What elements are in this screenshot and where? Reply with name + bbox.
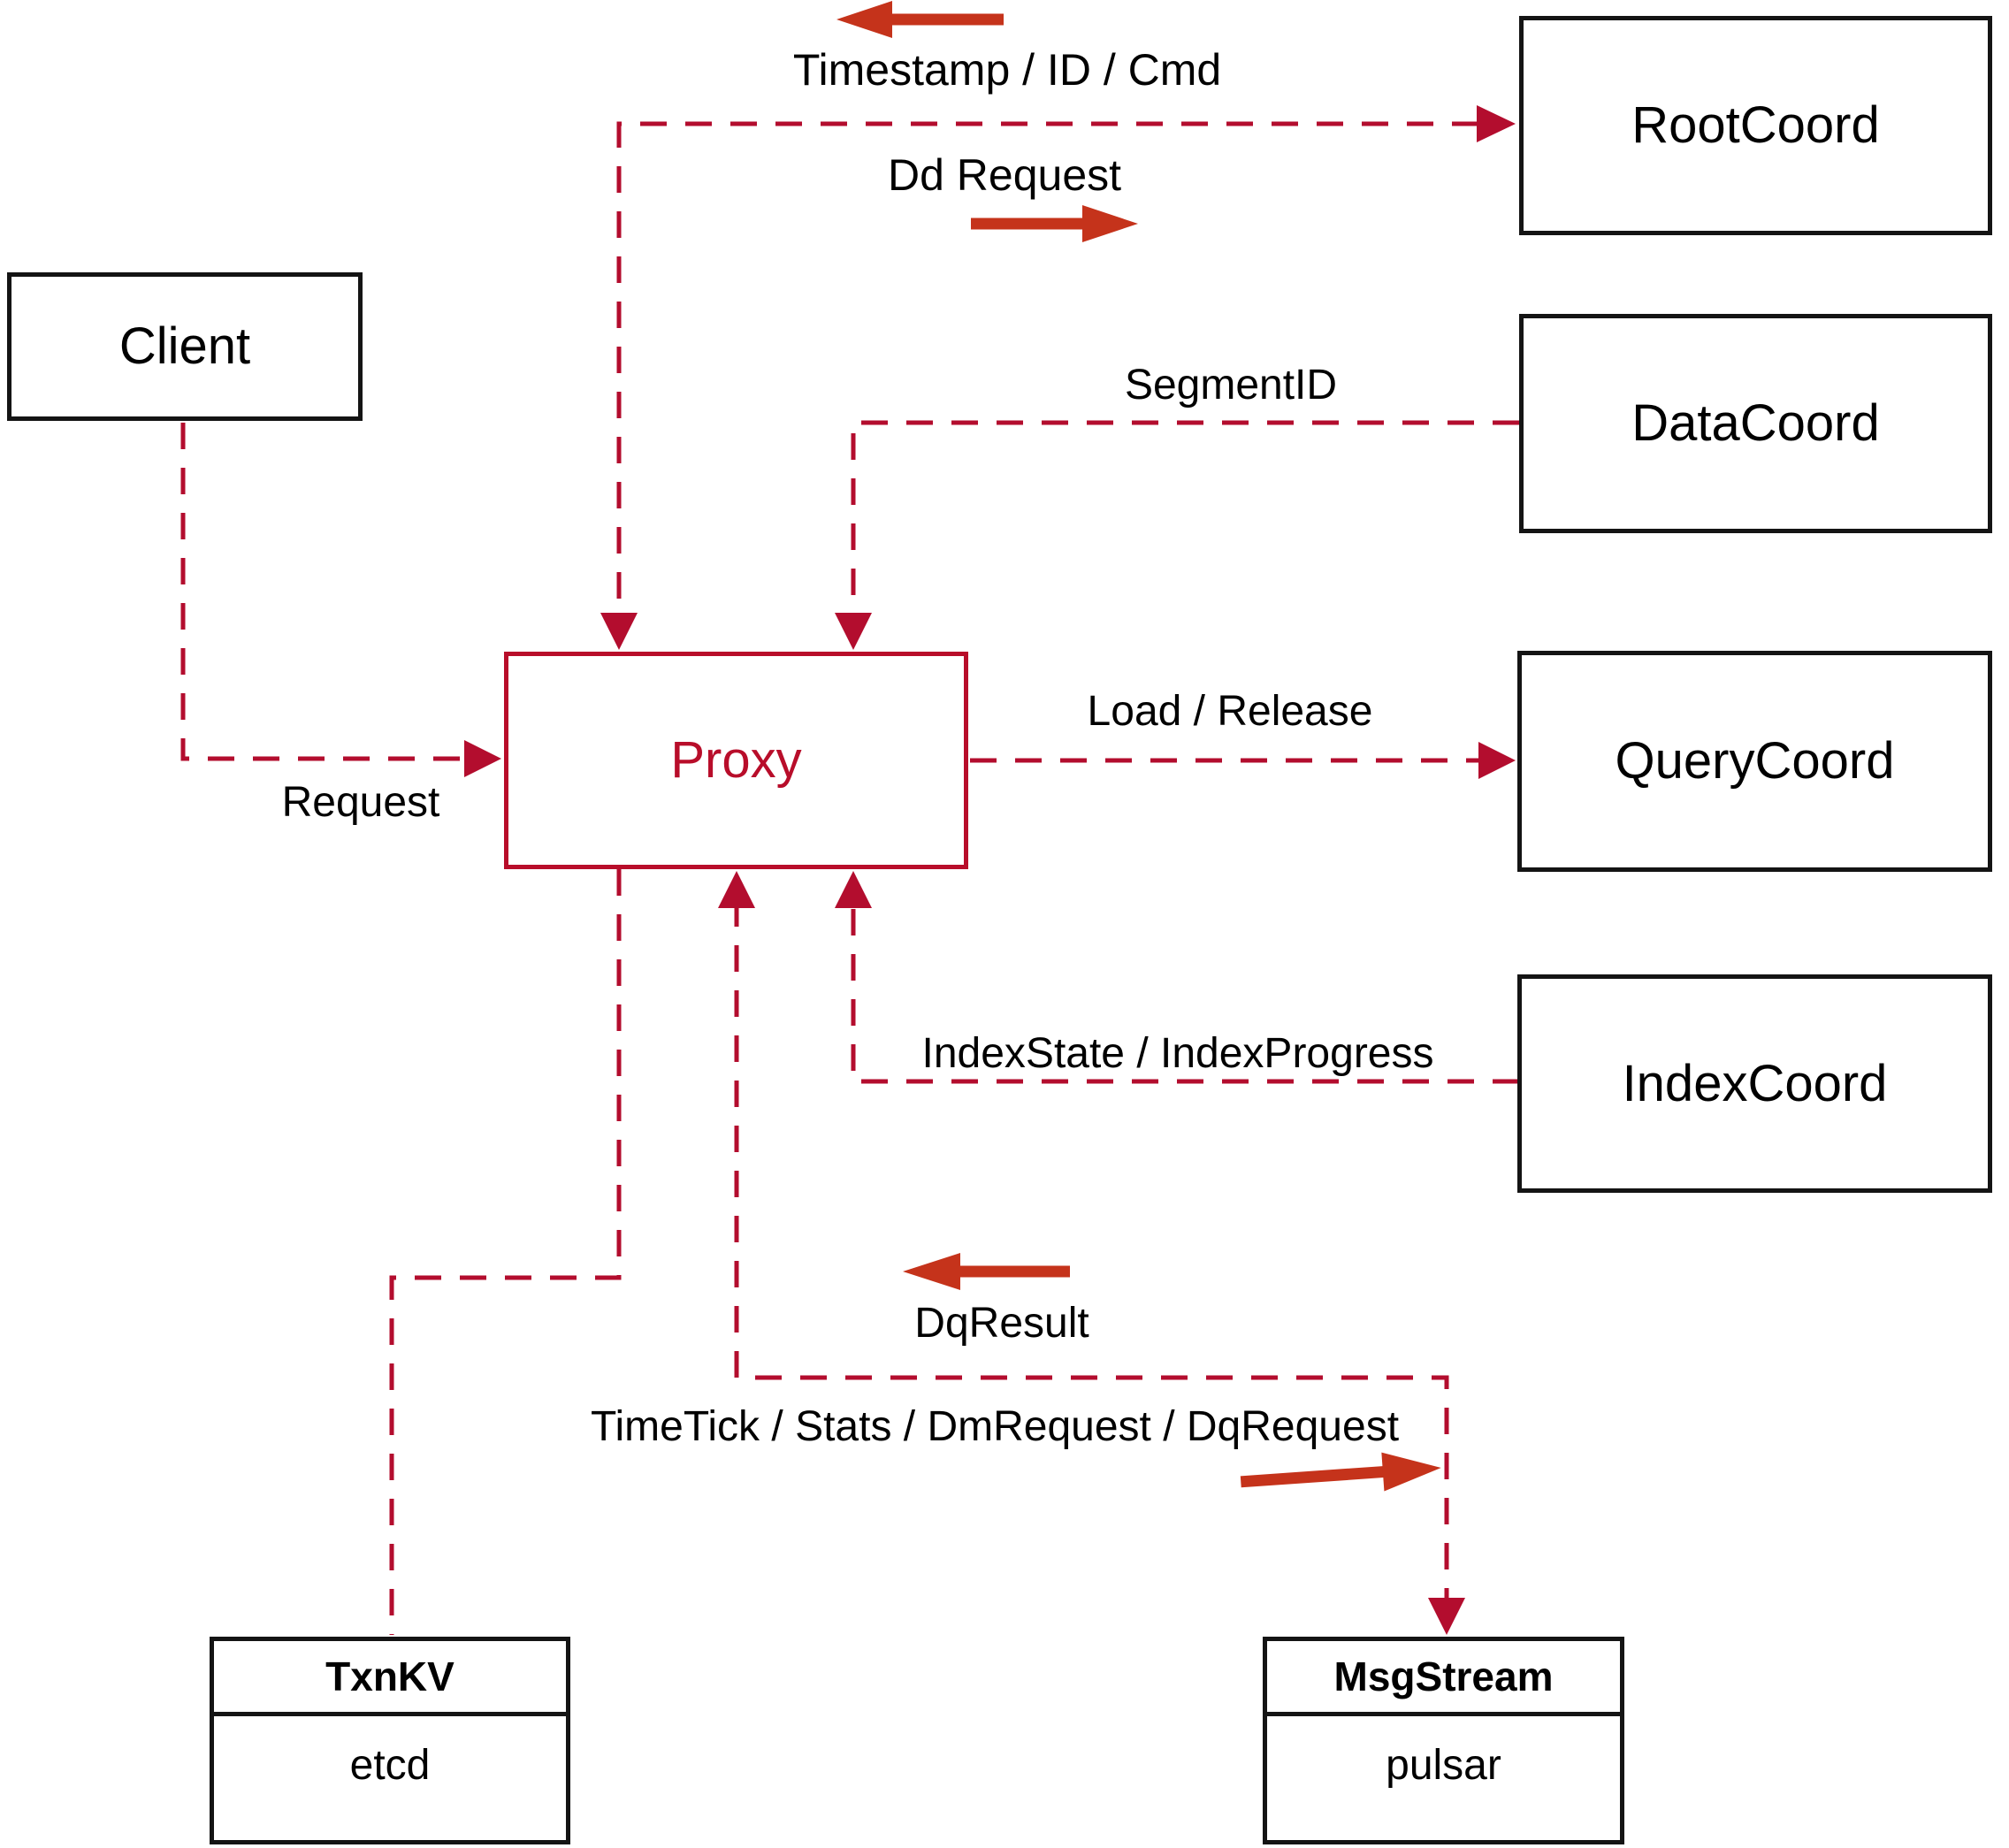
node-indexcoord: IndexCoord [1517,974,1992,1193]
node-txnkv: TxnKV etcd [210,1637,570,1844]
edge-label-timetick-stats: TimeTick / Stats / DmRequest / DqRequest [590,1403,1400,1450]
arrowhead-into-proxy-bottom-mid-icon [718,871,755,908]
edge-label-dd-request: Dd Request [887,150,1122,200]
edge-label-dq-result: DqResult [914,1300,1089,1347]
node-msgstream-title: MsgStream [1267,1641,1620,1716]
arrowhead-into-proxy-bottom-right-icon [835,871,872,908]
arrowhead-into-proxy-top-right-icon [835,613,872,650]
direction-arrow-dqresult-left-icon [903,1253,1070,1290]
edge-indexcoord-proxy [851,900,1519,1084]
node-indexcoord-label: IndexCoord [1622,1054,1888,1112]
edge-label-index-state-progress: IndexState / IndexProgress [921,1030,1434,1077]
arrowhead-into-proxy-top-left-icon [600,613,638,650]
edge-datacoord-proxy [851,420,1519,622]
node-client-label: Client [118,317,251,375]
edge-label-load-release: Load / Release [1087,688,1373,735]
edge-client-proxy [180,423,464,761]
arrowhead-into-msgstream-icon [1428,1598,1465,1635]
arrowhead-into-querycoord-icon [1478,742,1516,779]
edge-label-segment-id: SegmentID [1124,362,1338,409]
node-txnkv-title: TxnKV [214,1641,566,1716]
node-datacoord-label: DataCoord [1631,394,1880,452]
node-datacoord: DataCoord [1519,314,1992,533]
edge-proxy-rootcoord [616,121,1478,622]
node-querycoord: QueryCoord [1517,651,1992,872]
node-proxy-label: Proxy [670,731,802,789]
edge-proxy-msgstream [734,900,1449,1598]
arrowhead-into-rootcoord-icon [1477,105,1516,142]
node-rootcoord: RootCoord [1519,16,1992,235]
node-rootcoord-label: RootCoord [1631,96,1880,154]
node-proxy: Proxy [504,652,968,869]
edge-label-request: Request [281,779,440,826]
node-client: Client [7,272,363,421]
direction-arrow-timetick-right-icon [1240,1452,1441,1492]
edge-proxy-txnkv [389,869,622,1635]
direction-arrow-dd-request-right-icon [971,205,1138,242]
direction-arrow-timestamp-left-icon [836,1,1004,38]
node-msgstream-subtitle: pulsar [1386,1741,1501,1789]
edge-label-timestamp-id-cmd: Timestamp / ID / Cmd [792,45,1222,95]
node-txnkv-subtitle: etcd [349,1741,431,1789]
node-querycoord-label: QueryCoord [1615,732,1895,790]
arrowhead-into-proxy-left-icon [464,740,501,777]
node-msgstream: MsgStream pulsar [1263,1637,1624,1844]
